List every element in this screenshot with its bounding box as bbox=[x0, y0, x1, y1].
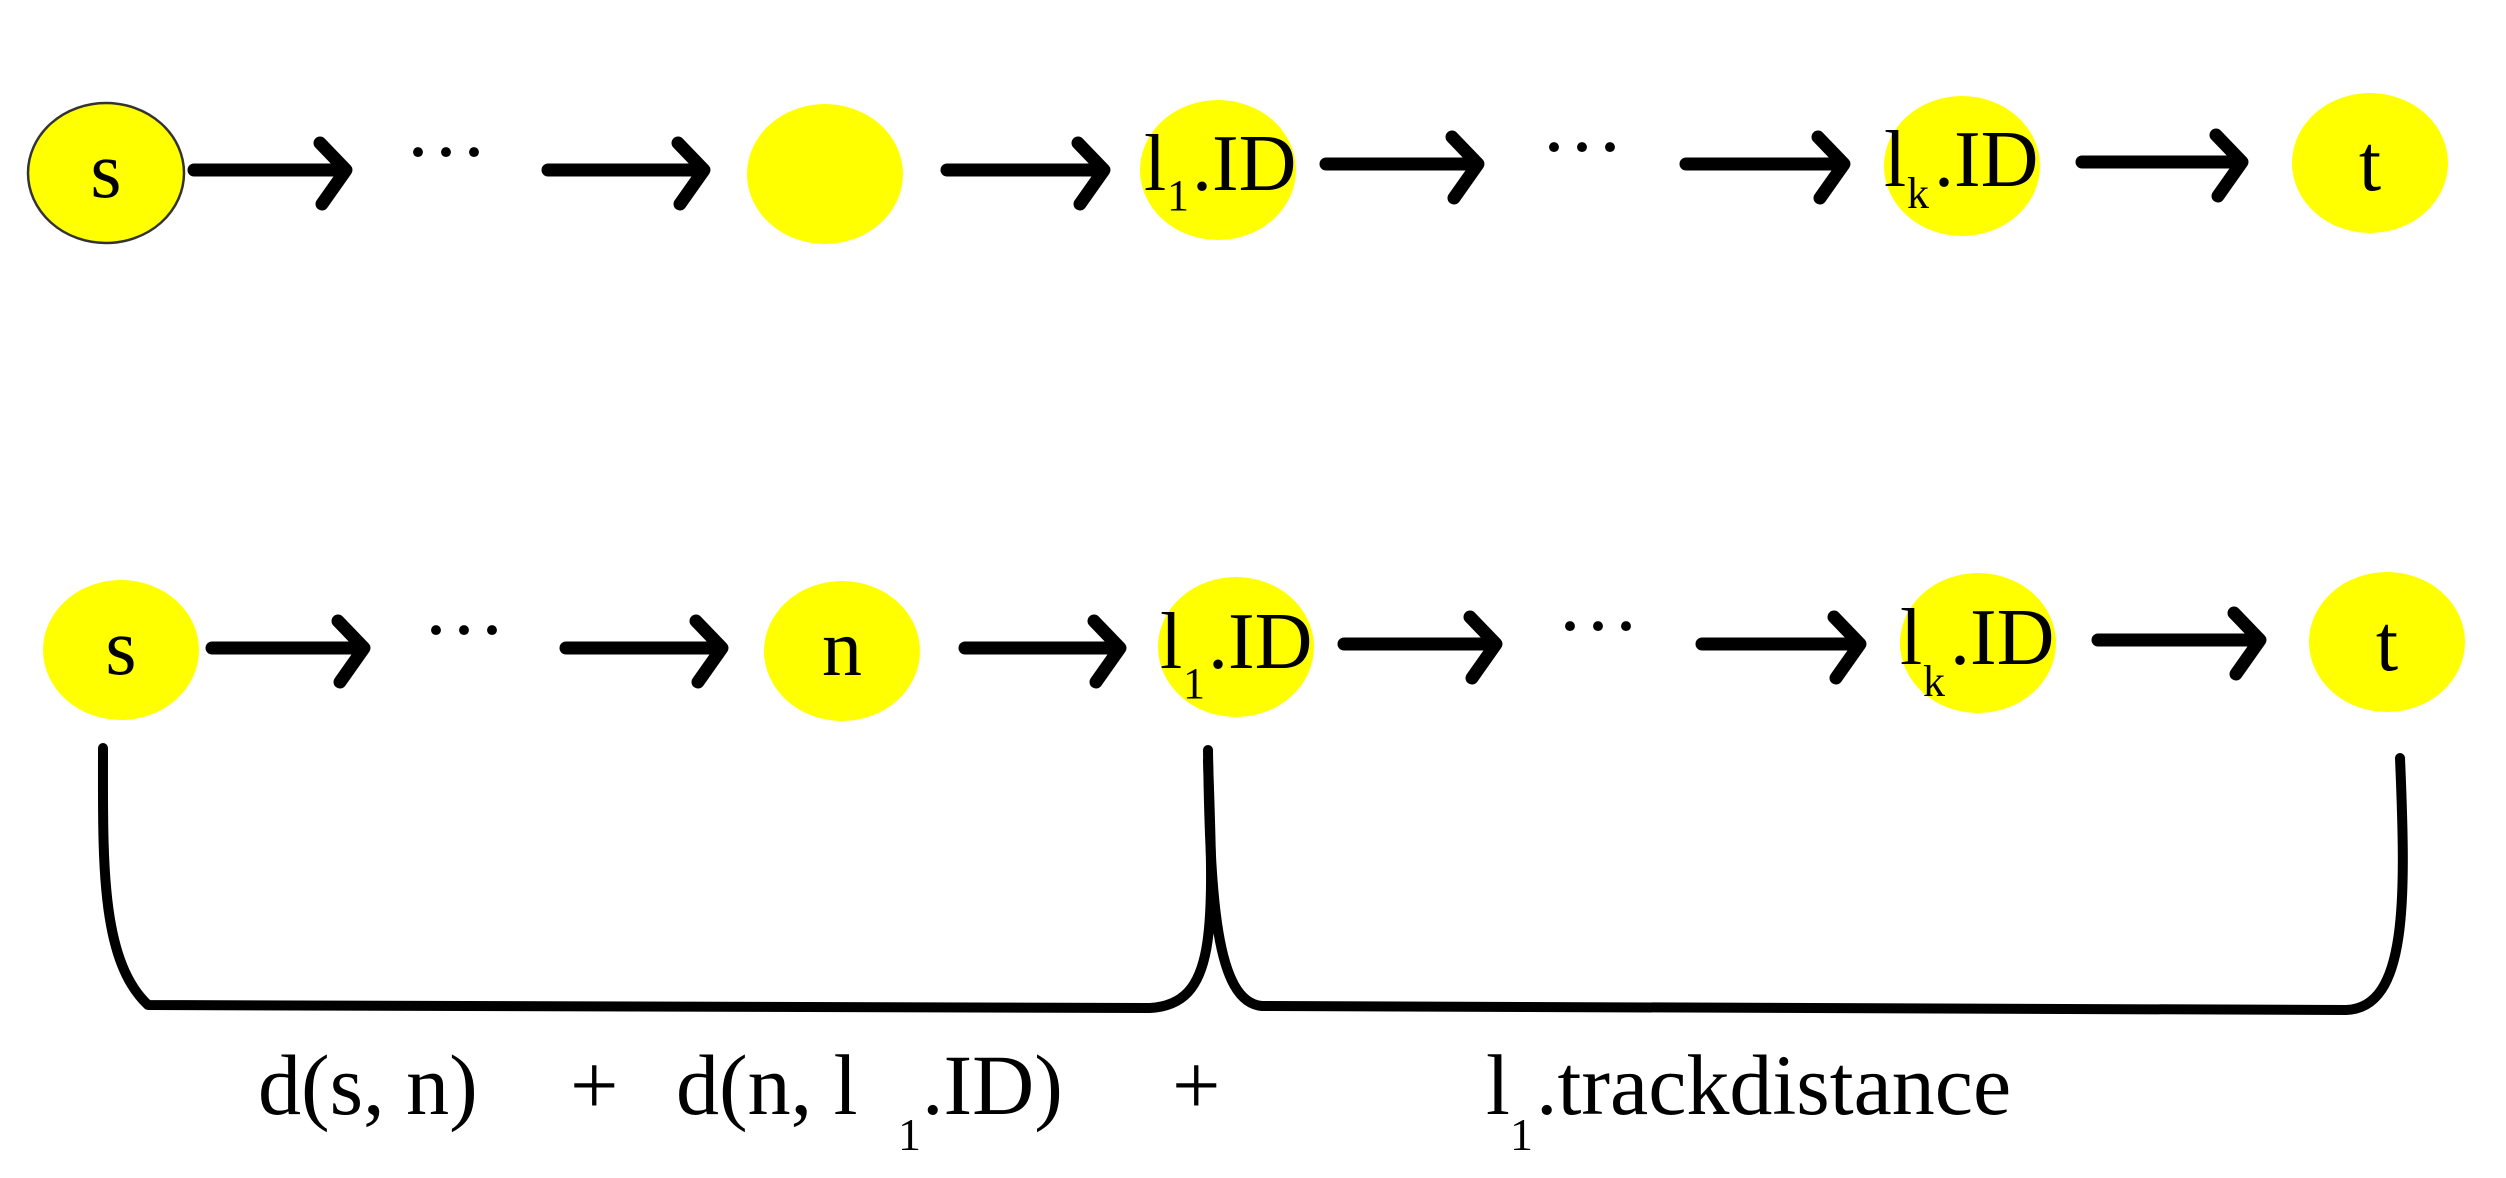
svg-text:1: 1 bbox=[1167, 171, 1189, 220]
row-2-arrow-1 bbox=[205, 614, 371, 689]
row-1-arrow-6 bbox=[2075, 128, 2249, 203]
svg-text:k: k bbox=[1923, 657, 1945, 706]
row-1-node-s bbox=[26, 101, 186, 245]
row-2-node-l1 bbox=[1158, 577, 1314, 717]
row-1-node-blank bbox=[747, 104, 903, 244]
row-1-node-lk bbox=[1884, 96, 2040, 236]
row-2-node-t bbox=[2309, 572, 2465, 712]
formula-term-3: l 1 .trackdistance bbox=[1486, 1037, 2011, 1160]
svg-text:l: l bbox=[1160, 598, 1182, 686]
row-2-label-n: n bbox=[822, 605, 862, 693]
row-1-label-s: s bbox=[90, 127, 121, 215]
row-2-node-n bbox=[764, 581, 920, 721]
row-2-arrow-3 bbox=[958, 614, 1127, 689]
row-2-arrow-5 bbox=[1695, 610, 1867, 685]
svg-text:l: l bbox=[1900, 594, 1922, 682]
row-1-arrow-3 bbox=[940, 136, 1111, 211]
row-1-arrow-1 bbox=[187, 136, 353, 211]
row-2-label-l1: l 1 .ID bbox=[1160, 598, 1312, 708]
formula: d(s, n) + d(n, l 1 .ID) + l 1 .trackdist… bbox=[258, 1037, 2011, 1160]
formula-plus-1: + bbox=[570, 1037, 619, 1133]
row-2-label-s: s bbox=[105, 604, 136, 692]
row-1-arrow-5 bbox=[1679, 130, 1851, 205]
formula-term-2: d(n, l 1 .ID) bbox=[676, 1037, 1063, 1160]
left-brace bbox=[97, 743, 1217, 1013]
row-1-label-lk: l k .ID bbox=[1884, 116, 2038, 218]
row-2-ellipsis-1: ··· bbox=[422, 584, 506, 677]
row-1-ellipsis-2: ··· bbox=[1540, 101, 1624, 194]
row-1-label-t: t bbox=[2359, 120, 2381, 208]
svg-text:.trackdistance: .trackdistance bbox=[1536, 1037, 2011, 1133]
svg-text:.ID): .ID) bbox=[922, 1037, 1063, 1133]
svg-text:.ID: .ID bbox=[1934, 116, 2038, 204]
formula-plus-2: + bbox=[1172, 1037, 1221, 1133]
svg-text:l: l bbox=[1486, 1037, 1510, 1133]
row-2-arrow-4 bbox=[1337, 610, 1503, 685]
svg-text:d(n, l: d(n, l bbox=[676, 1037, 858, 1133]
formula-term-1: d(s, n) bbox=[258, 1037, 478, 1133]
row-1: ··· ··· s l 1 .ID l k .ID t bbox=[26, 93, 2448, 245]
svg-text:l: l bbox=[1884, 116, 1906, 204]
row-2-arrow-2 bbox=[559, 614, 729, 689]
row-2-label-lk: l k .ID bbox=[1900, 594, 2054, 706]
row-2-node-lk bbox=[1900, 573, 2056, 713]
row-2: ··· ··· s n l 1 .ID l k .ID t bbox=[43, 572, 2465, 721]
row-1-node-t bbox=[2292, 93, 2448, 233]
svg-text:l: l bbox=[1144, 120, 1166, 208]
svg-text:1: 1 bbox=[1183, 659, 1205, 708]
row-1-arrow-4 bbox=[1319, 130, 1485, 205]
svg-text:1: 1 bbox=[1510, 1109, 1533, 1160]
row-2-node-s bbox=[43, 580, 199, 720]
svg-text:.ID: .ID bbox=[1208, 598, 1312, 686]
svg-text:.ID: .ID bbox=[1192, 120, 1296, 208]
right-brace bbox=[1203, 745, 2408, 1015]
row-2-ellipsis-2: ··· bbox=[1556, 580, 1640, 673]
row-2-arrow-6 bbox=[2091, 606, 2267, 681]
svg-text:k: k bbox=[1907, 169, 1929, 218]
row-1-ellipsis-1: ··· bbox=[404, 106, 488, 199]
row-2-label-t: t bbox=[2376, 600, 2398, 688]
row-1-arrow-2 bbox=[541, 136, 711, 211]
row-1-node-l1 bbox=[1140, 100, 1296, 240]
svg-text:1: 1 bbox=[898, 1109, 921, 1160]
svg-text:.ID: .ID bbox=[1950, 594, 2054, 682]
row-1-label-l1: l 1 .ID bbox=[1144, 120, 1296, 220]
